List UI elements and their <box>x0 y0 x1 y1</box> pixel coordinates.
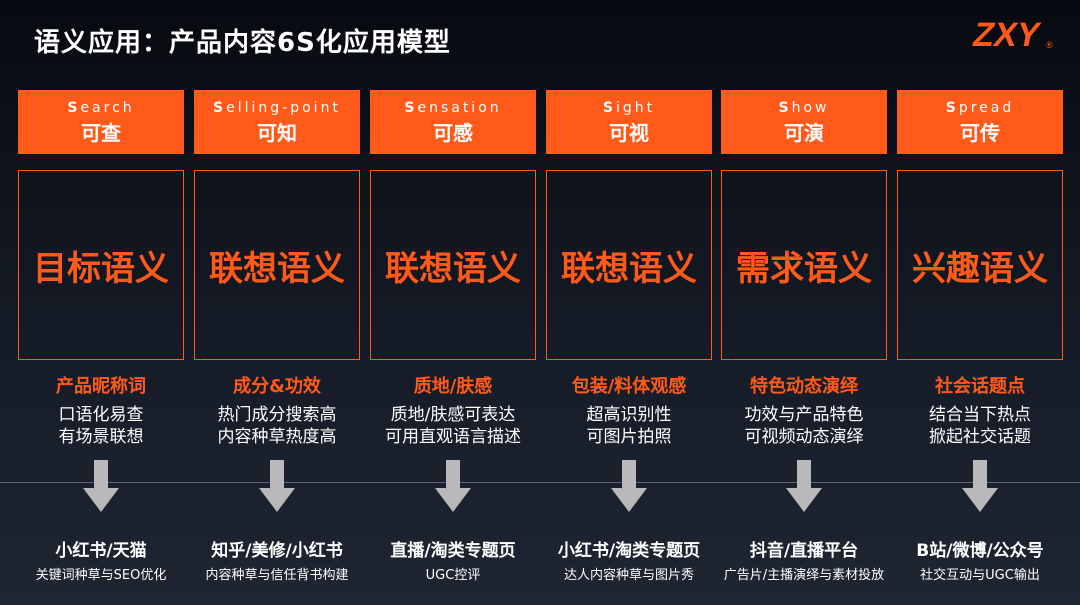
desc-line: 可图片拍照 <box>586 427 672 447</box>
header-chinese: 可知 <box>257 121 297 145</box>
platform-desc: 关键词种草与SEO优化 <box>35 568 167 583</box>
column-header: Spread 可传 <box>897 90 1063 154</box>
desc-line: 有场景联想 <box>58 427 144 447</box>
header-chinese: 可演 <box>784 121 824 145</box>
column-header: Selling-point 可知 <box>194 90 360 154</box>
down-arrow-icon <box>435 460 471 512</box>
semantic-box: 兴趣语义 <box>897 170 1063 360</box>
desc-line: 可用直观语言描述 <box>385 427 521 447</box>
header-english: Spread <box>945 100 1015 116</box>
semantic-type: 联想语义 <box>385 248 521 289</box>
desc-line: 掀起社交话题 <box>929 427 1031 447</box>
feature-desc: 超高识别性 可图片拍照 <box>546 404 712 448</box>
platform-name: B站/微博/公众号 <box>916 541 1044 561</box>
semantic-box: 目标语义 <box>18 170 184 360</box>
desc-line: 功效与产品特色 <box>744 405 864 425</box>
header-english: Selling-point <box>213 100 341 116</box>
feature-title: 包装/料体观感 <box>571 376 687 397</box>
semantic-box: 联想语义 <box>546 170 712 360</box>
semantic-type: 联想语义 <box>209 248 345 289</box>
semantic-box: 联想语义 <box>370 170 536 360</box>
desc-line: 内容种草热度高 <box>217 427 337 447</box>
header-english: Search <box>67 100 135 116</box>
zxy-logo: ZXY ® <box>970 16 1053 54</box>
column-header: Show 可演 <box>721 90 887 154</box>
logo-text: ZXY <box>970 16 1044 54</box>
column-header: Sight 可视 <box>546 90 712 154</box>
down-arrow-icon <box>83 460 119 512</box>
feature-desc: 质地/肤感可表达 可用直观语言描述 <box>370 404 536 448</box>
platform-name: 知乎/美修/小红书 <box>211 541 343 561</box>
desc-line: 质地/肤感可表达 <box>390 405 516 425</box>
platform-desc: 广告片/主播演绎与素材投放 <box>723 568 885 583</box>
semantic-box: 需求语义 <box>721 170 887 360</box>
semantic-type: 联想语义 <box>561 248 697 289</box>
divider-line <box>0 482 1080 483</box>
feature-desc: 功效与产品特色 可视频动态演绎 <box>721 404 887 448</box>
header-chinese: 可视 <box>609 121 649 145</box>
header-chinese: 可查 <box>81 121 121 145</box>
column-header: Search 可查 <box>18 90 184 154</box>
down-arrow-icon <box>786 460 822 512</box>
header-english: Sight <box>602 100 656 116</box>
desc-line: 结合当下热点 <box>929 405 1031 425</box>
logo-registered-mark: ® <box>1046 40 1053 50</box>
feature-title: 社会话题点 <box>935 376 1025 397</box>
platform-desc: 内容种草与信任背书构建 <box>205 568 349 583</box>
platform-desc: UGC控评 <box>425 568 481 583</box>
header-english: Sensation <box>404 100 502 116</box>
semantic-type: 目标语义 <box>33 248 169 289</box>
semantic-box: 联想语义 <box>194 170 360 360</box>
feature-desc: 热门成分搜索高 内容种草热度高 <box>194 404 360 448</box>
down-arrow-icon <box>259 460 295 512</box>
feature-title: 特色动态演绎 <box>750 376 858 397</box>
platform-name: 直播/淘类专题页 <box>390 541 516 561</box>
down-arrow-icon <box>962 460 998 512</box>
page-title: 语义应用：产品内容6S化应用模型 <box>34 28 451 58</box>
desc-line: 可视频动态演绎 <box>744 427 864 447</box>
semantic-type: 需求语义 <box>736 248 872 289</box>
feature-title: 成分&功效 <box>233 376 321 397</box>
desc-line: 超高识别性 <box>586 405 672 425</box>
platform-desc: 达人内容种草与图片秀 <box>563 568 694 583</box>
column-header: Sensation 可感 <box>370 90 536 154</box>
semantic-type: 兴趣语义 <box>912 248 1048 289</box>
down-arrow-icon <box>611 460 647 512</box>
feature-title: 产品昵称词 <box>56 376 146 397</box>
header-chinese: 可感 <box>433 121 473 145</box>
feature-title: 质地/肤感 <box>413 376 493 397</box>
platform-desc: 社交互动与UGC输出 <box>920 568 1040 583</box>
platform-name: 小红书/淘类专题页 <box>557 541 701 561</box>
header-english: Show <box>778 100 830 116</box>
header-chinese: 可传 <box>960 121 1000 145</box>
platform-name: 小红书/天猫 <box>55 541 147 561</box>
feature-desc: 口语化易查 有场景联想 <box>18 404 184 448</box>
platform-name: 抖音/直播平台 <box>749 541 859 561</box>
feature-desc: 结合当下热点 掀起社交话题 <box>897 404 1063 448</box>
desc-line: 热门成分搜索高 <box>217 405 337 425</box>
desc-line: 口语化易查 <box>58 405 144 425</box>
